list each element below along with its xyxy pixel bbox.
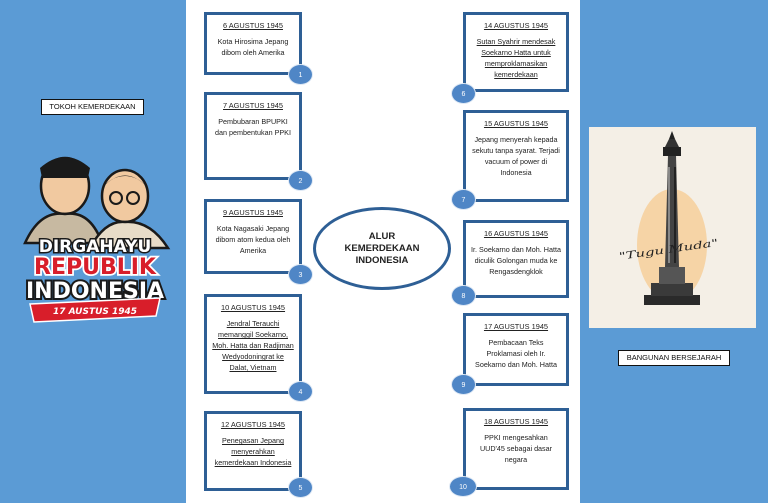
left-panel: TOKOH KEMERDEKAAN	[0, 0, 186, 503]
event-card-4: 10 AGUSTUS 1945 Jendral Terauchi memangg…	[204, 294, 302, 394]
event-date: 16 AGUSTUS 1945	[483, 229, 549, 238]
event-number-badge: 9	[451, 374, 476, 395]
event-card-3: 9 AGUSTUS 1945 Kota Nagasaki Jepang dibo…	[204, 199, 302, 274]
event-number-badge: 10	[449, 476, 477, 497]
tugu-muda-image: "Tugu Muda"	[589, 127, 756, 328]
event-number-badge: 5	[288, 477, 313, 498]
event-date: 18 AGUSTUS 1945	[483, 417, 549, 426]
event-desc: Penegasan Jepang menyerahkan kemerdekaan…	[214, 436, 292, 467]
event-number-badge: 6	[451, 83, 476, 104]
event-desc: Pembacaan Teks Proklamasi oleh Ir. Soeka…	[475, 338, 557, 369]
event-number-badge: 2	[288, 170, 313, 191]
event-desc: PPKI mengesahkan UUD'45 sebagai dasar ne…	[479, 433, 553, 464]
event-date: 14 AGUSTUS 1945	[483, 21, 549, 30]
event-date: 10 AGUSTUS 1945	[220, 303, 286, 312]
center-title: ALUR KEMERDEKAAN INDONESIA	[344, 230, 420, 266]
event-date: 17 AGUSTUS 1945	[483, 322, 549, 331]
event-desc: Jendral Terauchi memanggil Soekarno, Moh…	[212, 319, 294, 372]
poster-line2: REPUBLIK	[34, 255, 157, 280]
event-number-badge: 1	[288, 64, 313, 85]
dirgahayu-poster-image: DIRGAHAYU REPUBLIK INDONESIA 17 AUSTUS 1…	[23, 156, 171, 323]
event-card-10: 18 AGUSTUS 1945 PPKI mengesahkan UUD'45 …	[463, 408, 569, 490]
center-title-oval: ALUR KEMERDEKAAN INDONESIA	[313, 207, 451, 290]
event-number-badge: 3	[288, 264, 313, 285]
event-card-7: 15 AGUSTUS 1945 Jepang menyerah kepada s…	[463, 110, 569, 202]
event-number-badge: 7	[451, 189, 476, 210]
event-date: 6 AGUSTUS 1945	[223, 21, 283, 30]
event-desc: Kota Nagasaki Jepang dibom atom kedua ol…	[215, 224, 291, 255]
event-desc: Pembubaran BPUPKI dan pembentukan PPKI	[215, 117, 291, 137]
event-card-8: 16 AGUSTUS 1945 Ir. Soekarno dan Moh. Ha…	[463, 220, 569, 298]
event-date: 12 AGUSTUS 1945	[220, 420, 286, 429]
event-date: 15 AGUSTUS 1945	[483, 119, 549, 128]
event-card-9: 17 AGUSTUS 1945 Pembacaan Teks Proklamas…	[463, 313, 569, 386]
event-number-badge: 4	[288, 381, 313, 402]
event-desc: Sutan Syahrir mendesak Soekarno Hatta un…	[476, 37, 556, 79]
tokoh-label: TOKOH KEMERDEKAAN	[41, 99, 144, 115]
event-card-5: 12 AGUSTUS 1945 Penegasan Jepang menyera…	[204, 411, 302, 491]
event-desc: Kota Hirosima Jepang dibom oleh Amerika	[217, 37, 289, 57]
bangunan-label: BANGUNAN BERSEJARAH	[618, 350, 730, 366]
poster-line1: DIRGAHAYU	[39, 237, 152, 257]
event-card-2: 7 AGUSTUS 1945 Pembubaran BPUPKI dan pem…	[204, 92, 302, 180]
event-card-6: 14 AGUSTUS 1945 Sutan Syahrir mendesak S…	[463, 12, 569, 92]
poster-ribbon: 17 AUSTUS 1945	[53, 307, 137, 317]
event-desc: Jepang menyerah kepada sekutu tanpa syar…	[472, 135, 560, 177]
event-desc: Ir. Soekarno dan Moh. Hatta diculik Golo…	[471, 245, 561, 276]
event-date: 9 AGUSTUS 1945	[223, 208, 283, 217]
event-card-1: 6 AGUSTUS 1945 Kota Hirosima Jepang dibo…	[204, 12, 302, 75]
event-number-badge: 8	[451, 285, 476, 306]
event-date: 7 AGUSTUS 1945	[223, 101, 283, 110]
